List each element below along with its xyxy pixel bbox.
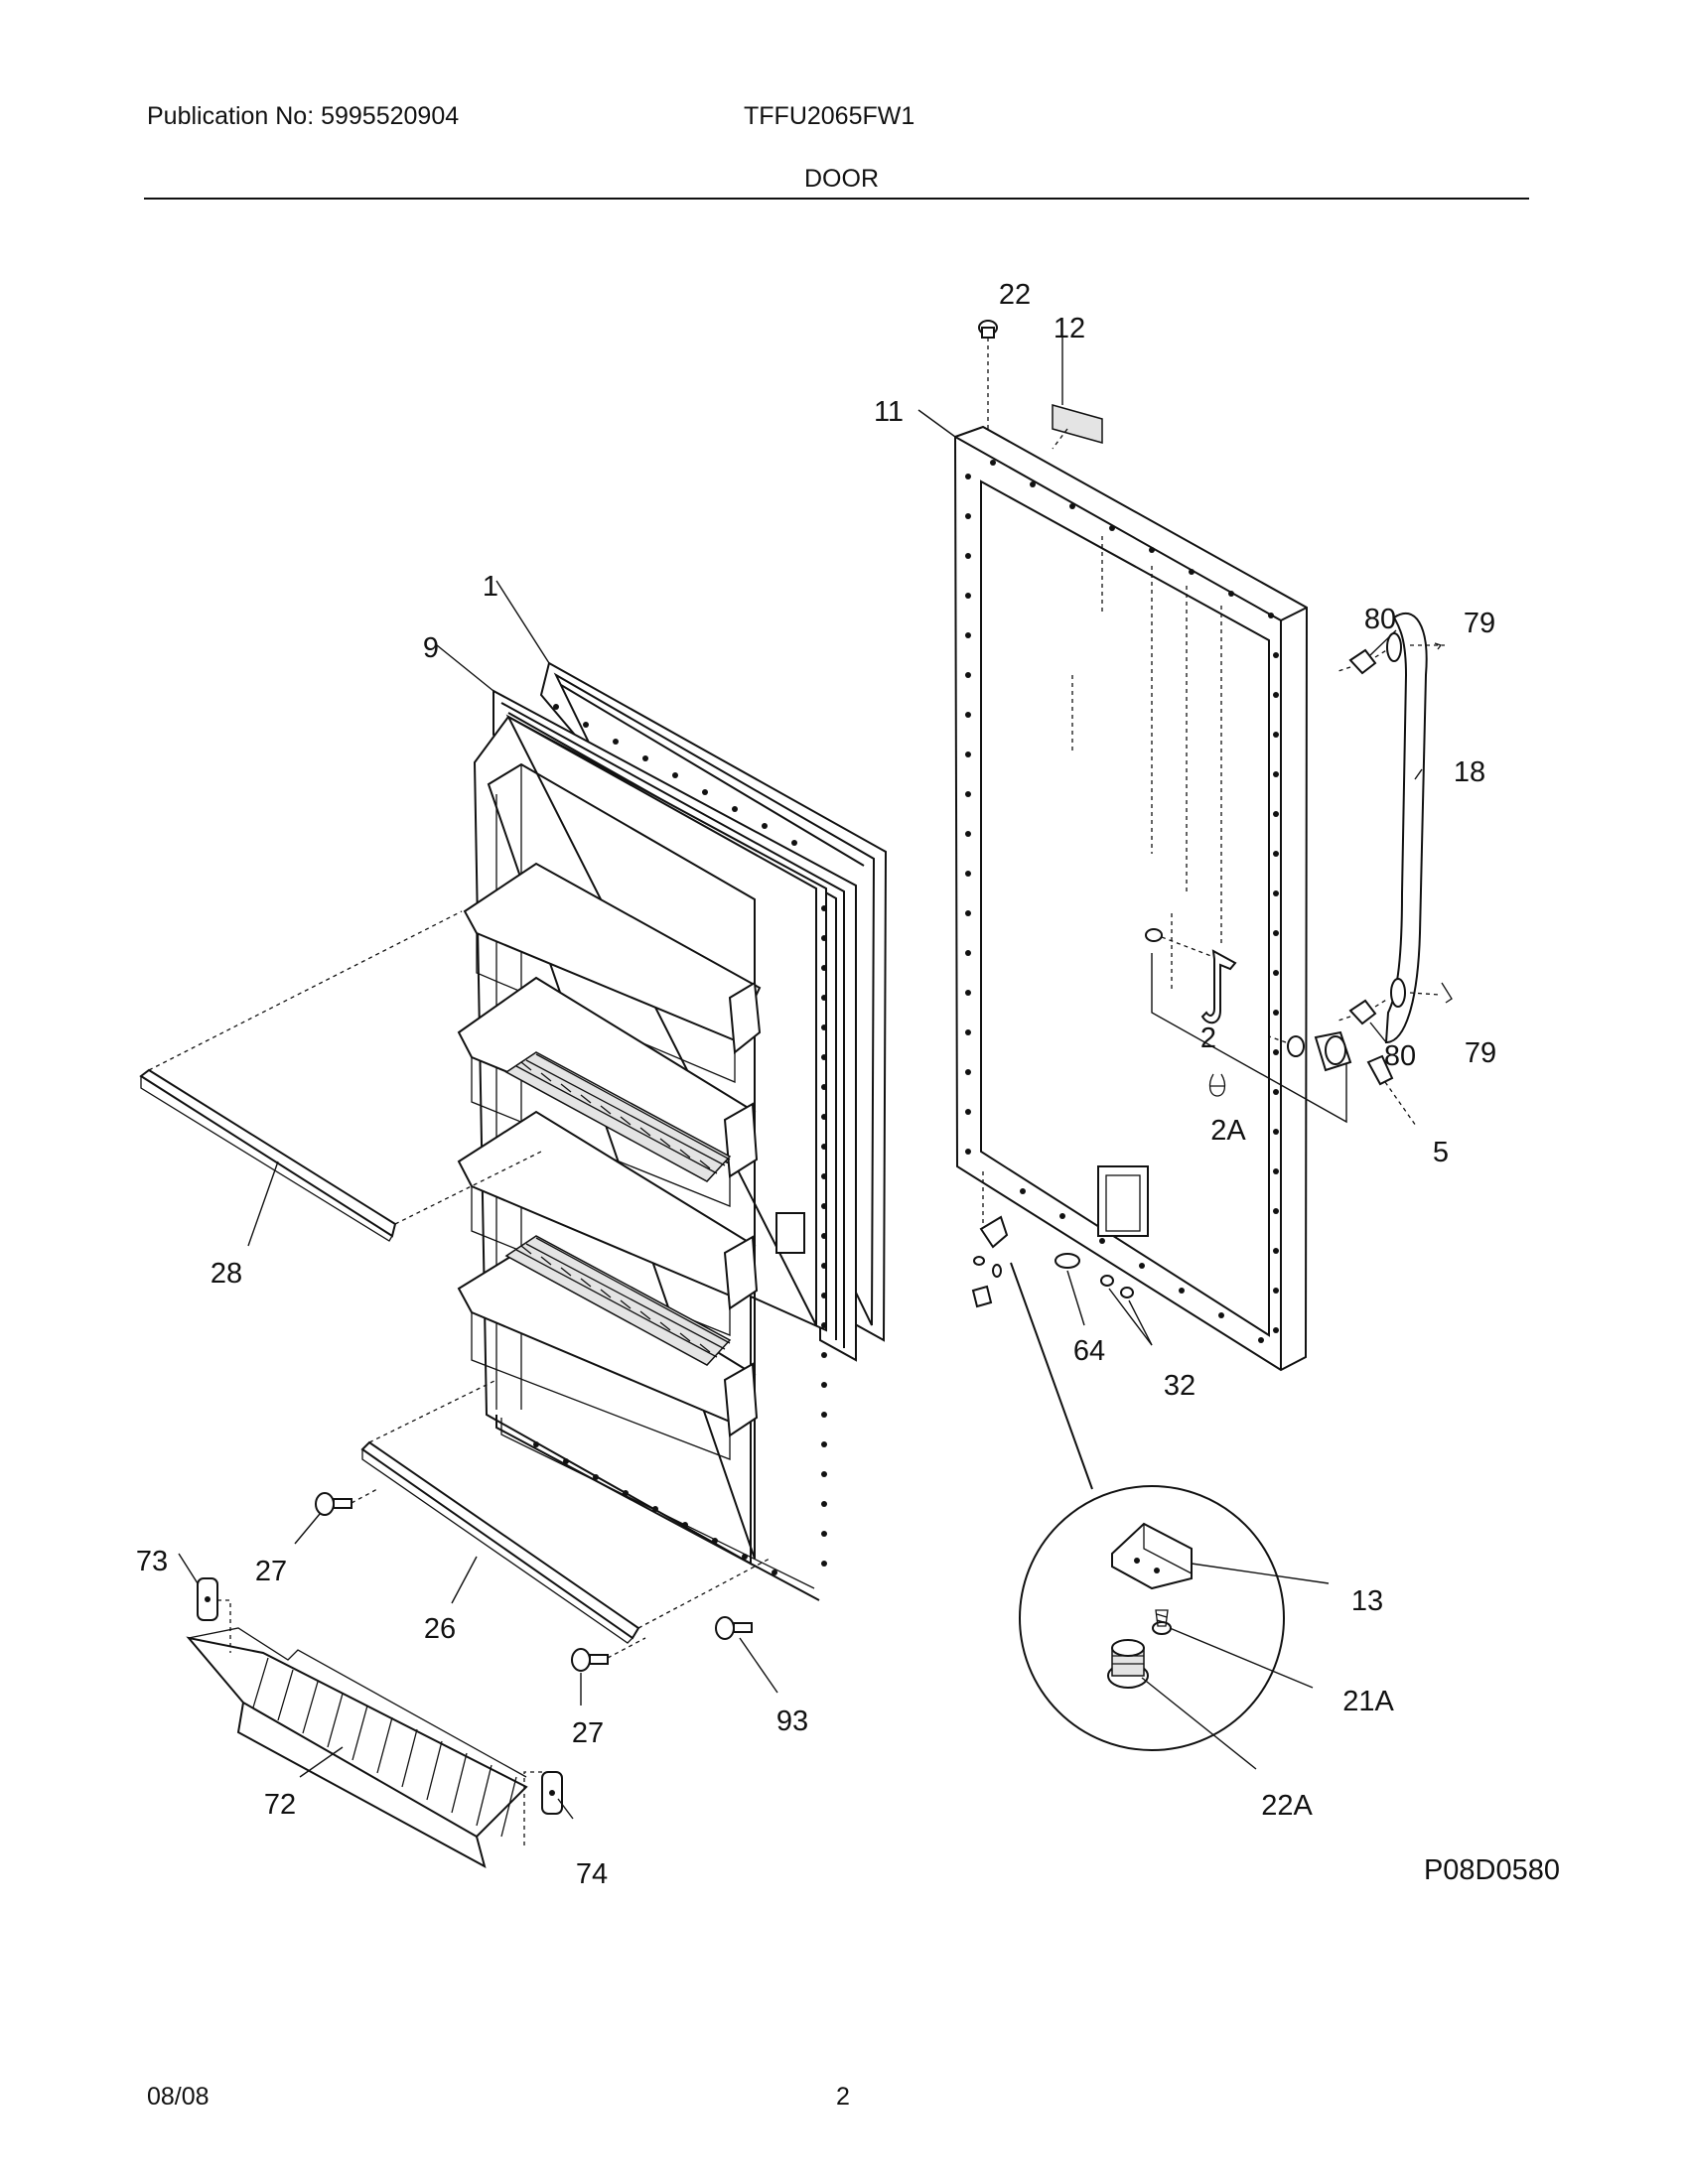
liner-shelf-2 [457,976,759,1207]
lock-cylinder [1268,1030,1417,1127]
bottom-hinge-hardware [971,1171,1093,1490]
leader-lines [178,338,1423,1820]
hinge-screws-32 [1100,1275,1134,1298]
callout-72: 72 [264,1789,296,1821]
publication-number: Publication No: 5995520904 [147,102,460,130]
door-label [1052,404,1103,450]
basket-bracket-right [523,1771,563,1848]
callout-13: 13 [1351,1585,1383,1617]
callout-32: 32 [1164,1370,1196,1402]
footer-page-number: 2 [836,2083,850,2111]
top-hinge-plug [978,320,998,429]
callout-21A: 21A [1342,1686,1394,1717]
push-pin-upper [315,1488,378,1516]
callout-80-lower: 80 [1384,1040,1416,1072]
callout-2: 2 [1200,1023,1216,1054]
hinge-detail-magnifier [1019,1485,1285,1751]
callout-12: 12 [1054,313,1085,344]
callout-1: 1 [483,571,498,603]
callout-27-lower: 27 [572,1717,604,1749]
callout-18: 18 [1454,756,1485,788]
callout-26: 26 [424,1613,456,1645]
outer-door-panel [953,425,1309,1372]
handle-clip-lower [1441,982,1453,1004]
push-pin-lower [571,1637,646,1672]
liner-shelf-4 [457,1239,759,1460]
shelf-grille-upper [504,1051,732,1182]
liner-recess-edge [487,762,756,1560]
side-clip [775,1212,805,1254]
callout-22A: 22A [1261,1790,1313,1822]
diagram-reference-id: P08D0580 [1424,1854,1560,1886]
callout-80-upper: 80 [1364,604,1396,635]
shelf-rail-lower [360,1379,771,1644]
header-divider [144,198,1529,200]
shelf-grille-lower [504,1235,732,1366]
callout-79-upper: 79 [1464,608,1495,639]
basket-bracket-left [197,1577,231,1653]
callout-27-upper: 27 [255,1556,287,1587]
door-latch-hook [1145,928,1347,1124]
callout-2A: 2A [1210,1115,1246,1147]
shelf-rail-upper [139,910,542,1242]
push-pin-93 [715,1616,753,1640]
door-handle [1384,612,1445,1044]
callout-79-lower: 79 [1465,1037,1496,1069]
footer-date: 08/08 [147,2083,210,2111]
callout-22: 22 [999,279,1031,311]
callout-28: 28 [211,1258,242,1290]
panel-screw-holes [965,460,1279,1343]
outer-door-face [953,425,1309,1372]
hinge-washer [1055,1253,1080,1269]
door-liner-assembly [457,661,888,1601]
callout-5: 5 [1433,1137,1449,1168]
callout-74: 74 [576,1858,608,1890]
callout-93: 93 [776,1706,808,1737]
detail-hinge-bushing [1107,1639,1149,1689]
handle-screw-upper [1337,648,1389,675]
outer-door-inner-border [980,479,1270,1337]
handle-clip-upper [1434,642,1443,650]
callout-64: 64 [1073,1335,1105,1367]
callout-9: 9 [423,632,439,664]
latch-clip [1208,1073,1226,1097]
callout-73: 73 [136,1546,168,1577]
section-title: DOOR [804,165,879,193]
model-number: TFFU2065FW1 [744,102,915,130]
door-basket [186,1627,528,1868]
handle-screw-lower [1337,998,1389,1025]
frame-screw-holes [533,704,827,1575]
callout-11: 11 [874,396,904,428]
